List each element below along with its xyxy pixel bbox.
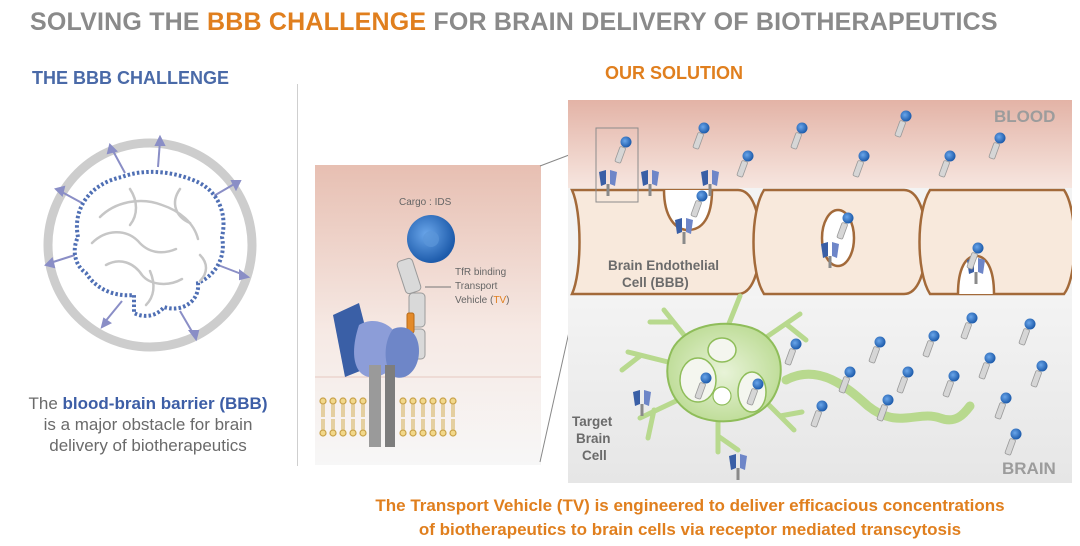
caption-line3: delivery of biotherapeutics (49, 436, 247, 455)
blood-label: BLOOD (994, 107, 1055, 126)
title-part2: FOR BRAIN DELIVERY OF BIOTHERAPEUTICS (426, 8, 998, 36)
section-divider (297, 84, 298, 466)
solution-panel: BLOOD BRAIN Brain Endothelial Cell (BBB) (568, 100, 1072, 483)
bbb-challenge-heading: THE BBB CHALLENGE (32, 68, 229, 88)
brain-folds (90, 187, 208, 307)
our-solution-heading: OUR SOLUTION (605, 63, 743, 83)
target-cell-label: Target Brain Cell (572, 414, 616, 463)
endothelial-label: Brain Endothelial Cell (BBB) (608, 258, 723, 290)
brain-region (568, 290, 1072, 483)
tv-label: TfR binding Transport Vehicle (TV) (455, 267, 509, 306)
caption-line2: is a major obstacle for brain (43, 415, 253, 434)
cargo-label: Cargo : IDS (399, 197, 452, 208)
bottom-statement: The Transport Vehicle (TV) is engineered… (300, 494, 1080, 542)
bottom-line1: The Transport Vehicle (TV) is engineered… (375, 496, 1005, 515)
page-title: SOLVING THE BBB CHALLENGE FOR BRAIN DELI… (30, 8, 1070, 37)
blocked-arrows (44, 134, 251, 342)
endothelial-cells (570, 188, 1072, 296)
brain-label: BRAIN (1002, 459, 1056, 478)
lipid-bilayer (319, 397, 457, 437)
bbb-caption: The blood-brain barrier (BBB) is a major… (0, 393, 296, 456)
title-highlight: BBB CHALLENGE (206, 8, 427, 36)
bottom-line2: of biotherapeutics to brain cells via re… (418, 520, 962, 539)
brain-illustration (43, 134, 257, 352)
caption-line1: The blood-brain barrier (BBB) (28, 394, 268, 413)
zoom-box (595, 127, 639, 203)
title-part1: SOLVING THE (30, 8, 207, 36)
caption-highlight: blood-brain barrier (BBB) (62, 394, 268, 413)
transport-vehicle-panel: Cargo : IDS TfR binding Transport Vehicl… (315, 165, 541, 465)
transferrin-receptor (333, 303, 419, 447)
